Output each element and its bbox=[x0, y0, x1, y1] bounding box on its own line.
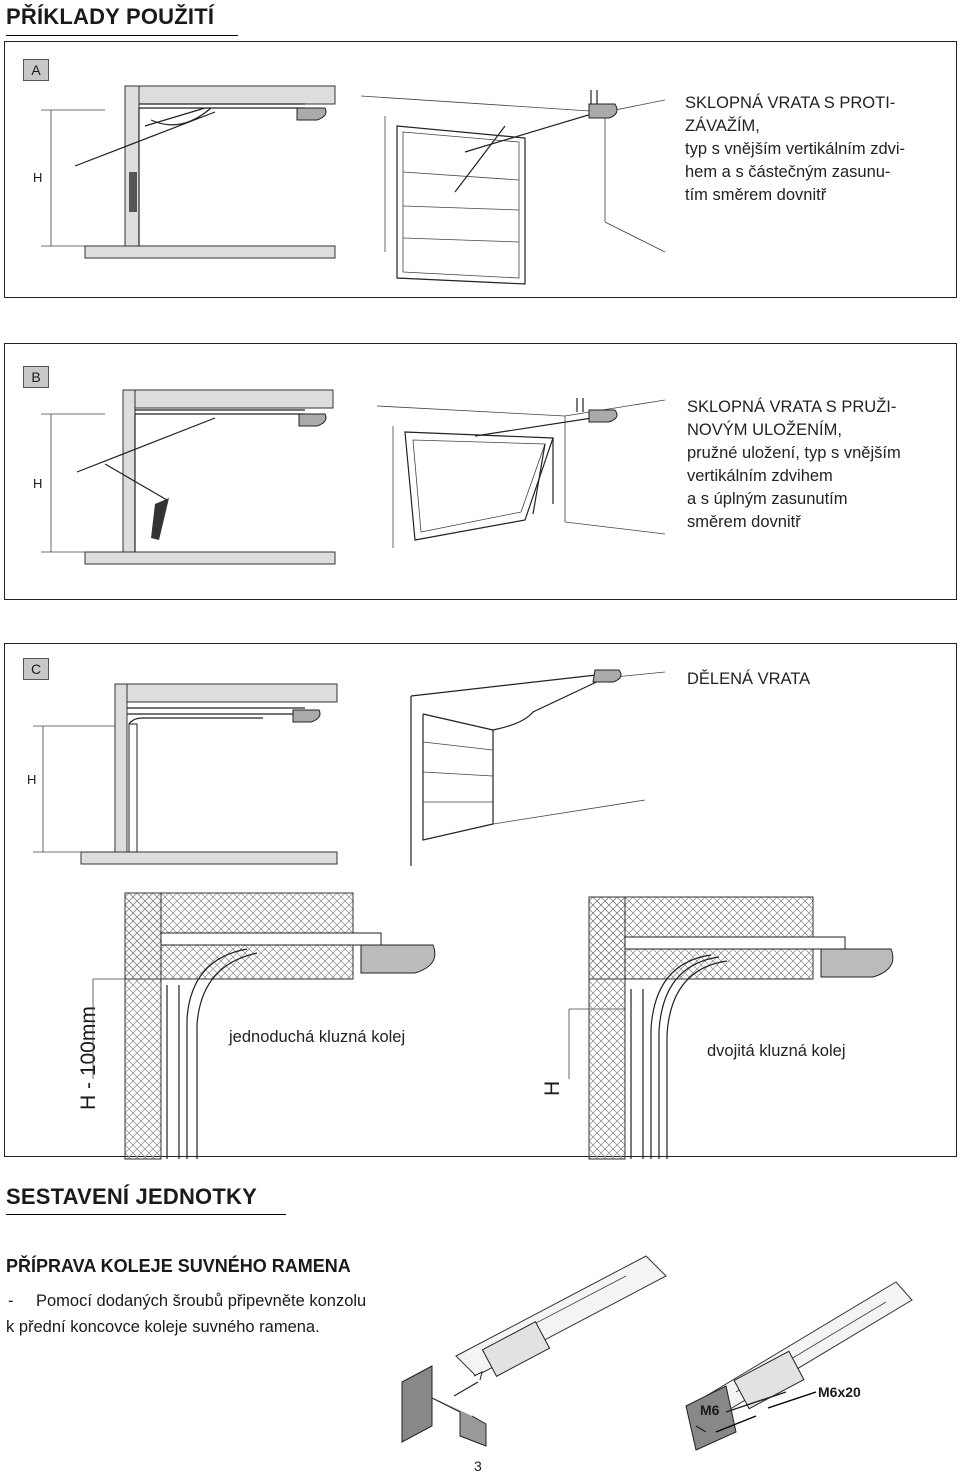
assembly-label-m6x20: M6x20 bbox=[818, 1384, 861, 1400]
panel-a-desc-line-1: SKLOPNÁ VRATA S PROTI- bbox=[685, 94, 896, 112]
panel-b-desc-line-3: pružné uložení, typ s vnějším bbox=[687, 444, 901, 462]
assembly-label-m6: M6 bbox=[700, 1402, 720, 1418]
page-title: PŘÍKLADY POUŽITÍ bbox=[6, 4, 215, 29]
assembly-instruction-line-2: k přední koncovce koleje suvného ramena. bbox=[6, 1318, 320, 1336]
panel-c-double-rail-illustration bbox=[568, 896, 894, 1160]
panel-b-illustration bbox=[41, 389, 666, 565]
assembly-instruction-line-1: Pomocí dodaných šroubů připevněte konzol… bbox=[36, 1292, 367, 1310]
panel-a-description: SKLOPNÁ VRATA S PROTI- ZÁVAŽÍM, typ s vn… bbox=[685, 92, 955, 207]
assembly-bullet-dash: - bbox=[8, 1292, 14, 1310]
panel-a-badge: A bbox=[23, 59, 49, 81]
panel-a-desc-line-2: ZÁVAŽÍM, bbox=[685, 117, 760, 135]
panel-c: C H DĚLENÁ VRATA H - 100mm jednoduchá kl… bbox=[4, 643, 957, 1160]
panel-a-illustration bbox=[41, 85, 666, 285]
panel-b-desc-line-5: a s úplným zasunutím bbox=[687, 490, 848, 508]
panel-a-desc-line-3: typ s vnějším vertikálním zdvi- bbox=[685, 140, 906, 158]
panel-a: A H SKLOPNÁ VRATA S PROTI- ZÁVAŽÍM, typ … bbox=[4, 41, 957, 298]
panel-a-h-label: H bbox=[33, 170, 43, 185]
panel-c-single-rail-illustration bbox=[92, 892, 436, 1160]
panel-a-desc-line-4: hem a s částečným zasunu- bbox=[685, 163, 891, 181]
panel-c-double-rail-label: dvojitá kluzná kolej bbox=[707, 1042, 846, 1060]
page-number: 3 bbox=[474, 1458, 482, 1474]
page-title-rule bbox=[6, 35, 238, 36]
panel-b-badge: B bbox=[23, 366, 49, 388]
panel-b-description: SKLOPNÁ VRATA S PRUŽI- NOVÝM ULOŽENÍM, p… bbox=[687, 396, 957, 534]
panel-c-top-illustration bbox=[33, 669, 666, 866]
panel-a-desc-line-5: tím směrem dovnitř bbox=[685, 186, 827, 204]
panel-c-h-label: H bbox=[27, 772, 37, 787]
assembly-title-rule bbox=[6, 1214, 286, 1215]
panel-b-h-label: H bbox=[33, 476, 43, 491]
panel-c-single-rail-label: jednoduchá kluzná kolej bbox=[229, 1028, 406, 1046]
assembly-illustration bbox=[401, 1255, 913, 1451]
panel-b-desc-line-6: směrem dovnitř bbox=[687, 513, 801, 531]
panel-c-description: DĚLENÁ VRATA bbox=[687, 670, 811, 688]
assembly-subtitle: PŘÍPRAVA KOLEJE SUVNÉHO RAMENA bbox=[6, 1256, 351, 1276]
panel-b-desc-line-4: vertikálním zdvihem bbox=[687, 467, 833, 485]
assembly-title: SESTAVENÍ JEDNOTKY bbox=[6, 1184, 257, 1209]
panel-b-desc-line-2: NOVÝM ULOŽENÍM, bbox=[687, 421, 842, 439]
panel-b: B H SKLOPNÁ VRATA S PRUŽI- NOVÝM ULOŽENÍ… bbox=[4, 343, 957, 600]
panel-c-badge: C bbox=[23, 658, 49, 680]
panel-b-desc-line-1: SKLOPNÁ VRATA S PRUŽI- bbox=[687, 398, 897, 416]
